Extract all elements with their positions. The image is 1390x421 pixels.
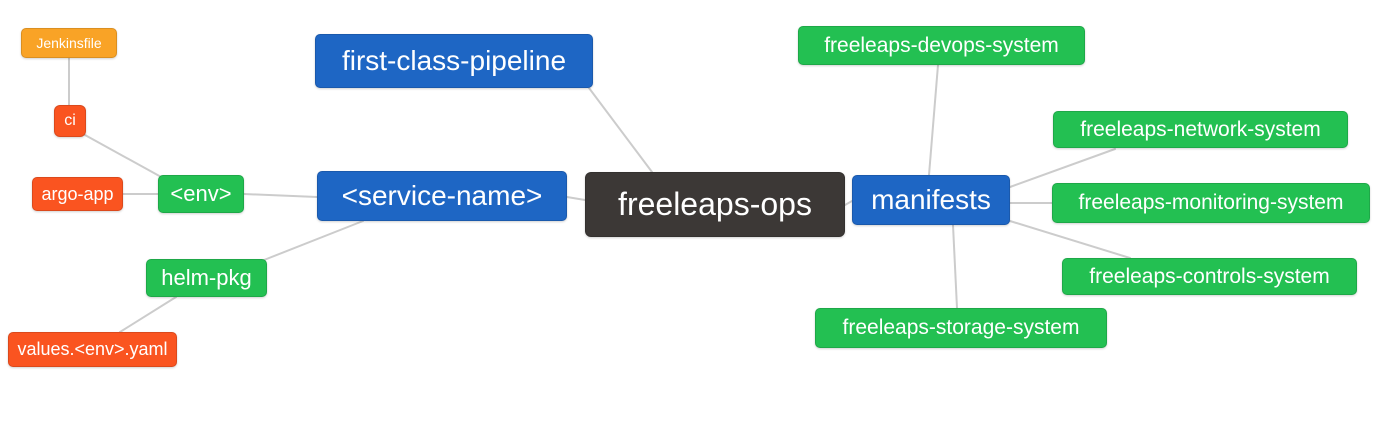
edge-manifests-network: [1009, 148, 1116, 188]
node-freeleaps-network-system[interactable]: freeleaps-network-system: [1053, 111, 1348, 148]
node-service-name[interactable]: <service-name>: [317, 171, 567, 221]
node-manifests[interactable]: manifests: [852, 175, 1010, 225]
node-helm-pkg[interactable]: helm-pkg: [146, 259, 267, 297]
node-freeleaps-monitoring-system[interactable]: freeleaps-monitoring-system: [1052, 183, 1370, 223]
node-freeleaps-ops-root[interactable]: freeleaps-ops: [585, 172, 845, 237]
edge-fcp-freeleaps-ops: [588, 87, 653, 173]
edge-manifests-storage: [952, 224, 958, 309]
edge-ci-env: [84, 134, 164, 179]
node-values-env-yaml[interactable]: values.<env>.yaml: [8, 332, 177, 367]
node-first-class-pipeline[interactable]: first-class-pipeline: [315, 34, 593, 88]
edge-service-name-ops: [566, 196, 586, 201]
node-freeleaps-controls-system[interactable]: freeleaps-controls-system: [1062, 258, 1357, 295]
node-jenkinsfile[interactable]: Jenkinsfile: [21, 28, 117, 58]
node-env[interactable]: <env>: [158, 175, 244, 213]
node-argo-app[interactable]: argo-app: [32, 177, 123, 211]
edge-values-helm-pkg: [119, 296, 177, 333]
edge-manifests-devops: [928, 64, 939, 176]
node-freeleaps-storage-system[interactable]: freeleaps-storage-system: [815, 308, 1107, 348]
node-freeleaps-devops-system[interactable]: freeleaps-devops-system: [798, 26, 1085, 65]
edge-env-service-name: [243, 193, 318, 198]
node-ci[interactable]: ci: [54, 105, 86, 137]
edge-ops-manifests: [844, 200, 853, 206]
edge-manifests-controls: [1009, 220, 1131, 259]
edge-helm-pkg-service-name: [263, 220, 364, 261]
